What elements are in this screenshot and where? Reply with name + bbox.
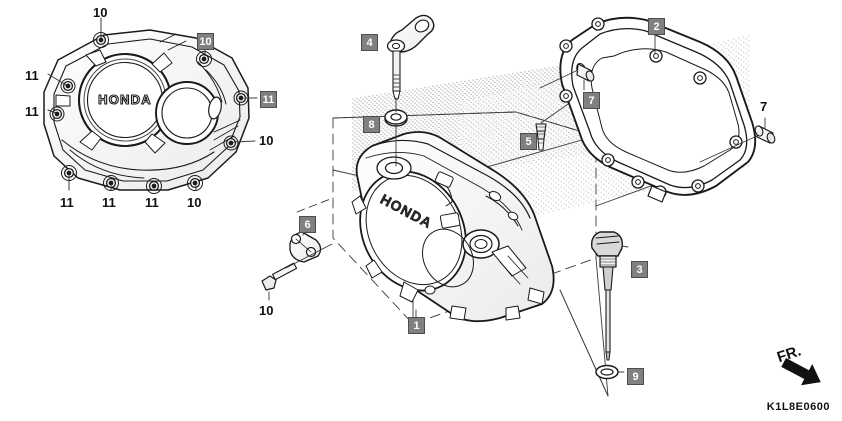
crankcase-cover-gasket-graphic	[559, 16, 757, 203]
oil-check-bolt-graphic	[535, 123, 547, 151]
clutch-lifter-arm-graphic	[386, 14, 435, 100]
label-11-left-upper: 11	[25, 68, 39, 83]
callout-4[interactable]: 4	[361, 34, 378, 51]
callout-8[interactable]: 8	[363, 116, 380, 133]
label-11-bottom-2: 11	[102, 195, 116, 210]
honda-emboss-left-cover: HONDA	[98, 92, 152, 107]
dipstick-o-ring-graphic	[595, 364, 619, 380]
label-11-bottom-1: 11	[60, 195, 74, 210]
right-crankcase-cover-graphic: HONDA	[351, 131, 555, 323]
dowel-pin-graphic-right	[754, 125, 776, 144]
callout-11[interactable]: 11	[260, 91, 277, 108]
diagram-code: K1L8E0600	[766, 401, 830, 413]
label-11-left-lower: 11	[25, 104, 39, 119]
callout-9[interactable]: 9	[627, 368, 644, 385]
dowel-pin-graphic-left	[576, 62, 595, 82]
callout-2[interactable]: 2	[648, 18, 665, 35]
front-direction-arrow	[781, 358, 821, 386]
label-10-bracket-bolt: 10	[259, 303, 274, 318]
left-crankcase-cover-graphic	[43, 29, 250, 194]
callout-5[interactable]: 5	[520, 133, 537, 150]
oil-seal-graphic	[384, 109, 408, 127]
cable-stay-bracket-graphic	[289, 231, 322, 263]
callout-6[interactable]: 6	[299, 216, 316, 233]
label-10-bottom-4: 10	[187, 195, 202, 210]
callout-1[interactable]: 1	[408, 317, 425, 334]
oil-level-dipstick-graphic	[590, 231, 624, 361]
callout-3[interactable]: 3	[631, 261, 648, 278]
callout-7[interactable]: 7	[583, 92, 600, 109]
label-7-dowel-right: 7	[760, 99, 768, 114]
label-10-right-mid: 10	[259, 133, 274, 148]
label-10-top-left: 10	[93, 5, 108, 20]
flange-bolt-graphic-left	[261, 262, 298, 291]
label-11-bottom-3: 11	[145, 195, 159, 210]
callout-10[interactable]: 10	[197, 33, 214, 50]
